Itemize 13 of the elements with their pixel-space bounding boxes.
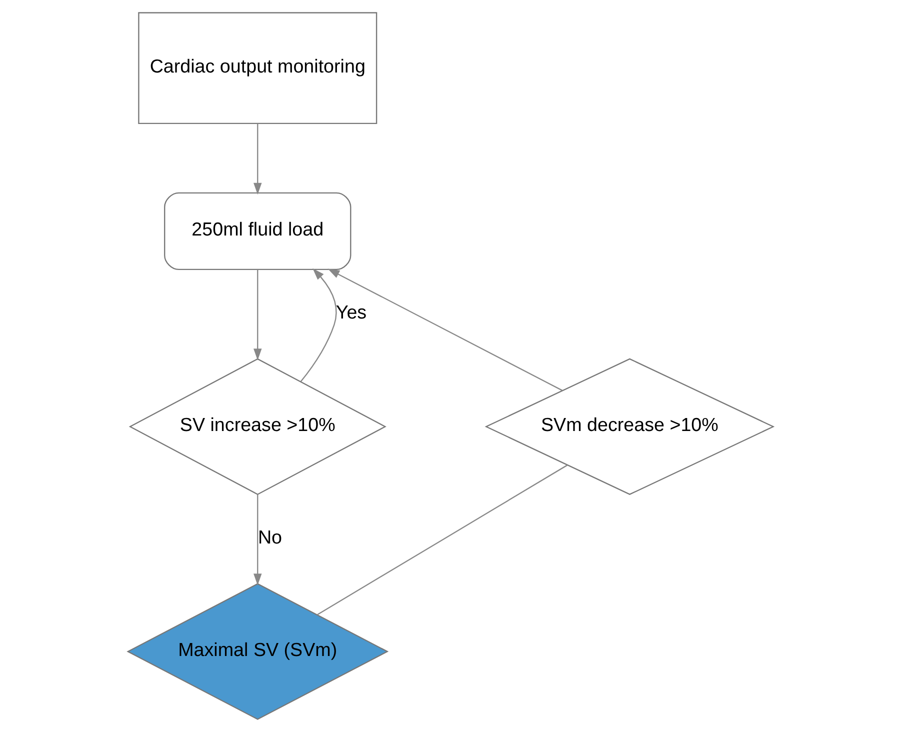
arrow [327,268,562,391]
node-box: 250ml fluid load [164,192,351,270]
arrow [253,270,262,360]
connector [316,464,568,616]
edge-label: Yes [335,302,366,323]
node-box: Cardiac output monitoring [138,12,377,124]
edge-label: No [257,526,282,548]
arrow [253,494,262,586]
node-diamond: SVm decrease >10% [484,358,774,495]
node-diamond: Maximal SV (SVm) [126,583,388,720]
node-diamond: SV increase >10% [128,358,386,495]
arrow [253,124,262,195]
arrow [300,268,336,382]
